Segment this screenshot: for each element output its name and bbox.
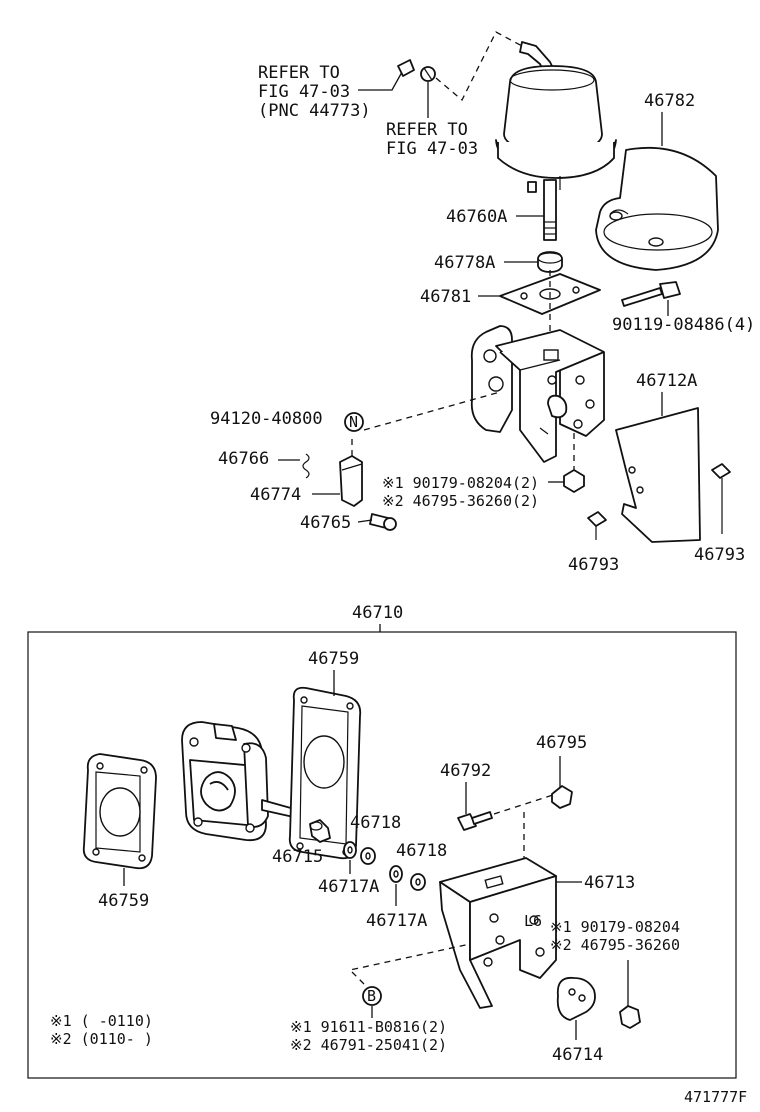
label-46781: 46781 [420, 287, 471, 307]
refer-label-2-line-2: FIG 47-03 [386, 139, 478, 159]
label-46765: 46765 [300, 513, 351, 533]
washer-hole-d [415, 878, 421, 886]
label-90179: ※1 90179-08204 [550, 918, 680, 936]
label-46712A: 46712A [636, 371, 697, 391]
label-90119: 90119-08486(4) [612, 315, 755, 335]
leader-refer-1 [358, 71, 403, 91]
label-46778A: 46778A [434, 253, 495, 273]
label-46759-right: 46759 [308, 649, 359, 669]
label-46715: 46715 [272, 847, 323, 867]
label-46717A-a: 46717A [318, 877, 379, 897]
note-1: ※1 ( -0110) [50, 1012, 153, 1030]
pin-46765-part [369, 513, 397, 531]
label-46793-left: 46793 [568, 555, 619, 575]
label-46710: 46710 [352, 603, 403, 623]
label-46795: 46795 [536, 733, 587, 753]
cushion-46778A-part [537, 251, 563, 273]
bracket-stamp: L6 [524, 912, 542, 930]
nut-90179-top-part [563, 469, 585, 493]
bracket-46713-part: L6 [439, 857, 557, 1009]
marker-b-text: B [367, 987, 376, 1005]
bracket-assembly-top-part [470, 325, 605, 463]
assembly-46710-box [27, 631, 737, 1079]
label-46766: 46766 [218, 449, 269, 469]
figure-id: 471777F [684, 1088, 747, 1106]
refer-label-1-line-1: REFER TO [258, 63, 340, 83]
gasket-46759-left-part [82, 753, 157, 870]
washer-hole-a [347, 846, 353, 854]
hose-route-dashed [435, 31, 523, 102]
dashed-line-b [348, 943, 471, 985]
nut-46795-part [551, 785, 573, 809]
bolt-90119-part [621, 281, 681, 307]
nut-90179-bottom-part [619, 1005, 641, 1029]
rod-end-46774-part [339, 455, 363, 507]
label-46717A-b: 46717A [366, 911, 427, 931]
screw-46793-left-part [587, 511, 607, 540]
stopper-46714-part [556, 976, 596, 1021]
label-46774: 46774 [250, 485, 301, 505]
label-46795b: ※2 46795-36260 [550, 936, 680, 954]
housing-part [181, 721, 305, 842]
clip-46766-part [302, 453, 310, 479]
marker-n-icon [344, 412, 364, 432]
insulator-46712A-part [615, 407, 701, 543]
marker-n-text: N [349, 413, 358, 431]
label-46793-right: 46793 [694, 545, 745, 565]
label-46718-b: 46718 [396, 841, 447, 861]
label-94120: 94120-40800 [210, 409, 323, 429]
label-46791: ※2 46791-25041(2) [290, 1036, 447, 1054]
actuator-46760A-part [495, 65, 617, 241]
label-46760A: 46760A [446, 207, 507, 227]
bolt-46792-part [457, 811, 493, 831]
dashed-line-46792 [493, 793, 557, 815]
label-90179-2: ※1 90179-08204(2) [382, 474, 539, 492]
clamp-line [423, 67, 433, 81]
dashed-line-nut [363, 391, 501, 431]
label-46792: 46792 [440, 761, 491, 781]
label-46713: 46713 [584, 873, 635, 893]
refer-label-2-line-1: REFER TO [386, 120, 468, 140]
label-91611: ※1 91611-B0816(2) [290, 1018, 447, 1036]
label-46714: 46714 [552, 1045, 603, 1065]
bushing-46715-part [309, 819, 331, 843]
refer-label-1-line-2: FIG 47-03 [258, 82, 350, 102]
label-46795-2: ※2 46795-36260(2) [382, 492, 539, 510]
leader-46765 [357, 519, 373, 523]
label-46718-a: 46718 [350, 813, 401, 833]
screw-46793-right-part [711, 463, 731, 534]
label-46782: 46782 [644, 91, 695, 111]
hose-end-part [397, 59, 415, 77]
marker-b-icon [362, 986, 382, 1006]
note-2: ※2 (0110- ) [50, 1030, 153, 1048]
refer-label-1-line-3: (PNC 44773) [258, 101, 371, 121]
washer-hole-c [393, 870, 399, 878]
label-46759-left: 46759 [98, 891, 149, 911]
washer-hole-b [365, 852, 371, 860]
heat-shield-46782-part [595, 146, 719, 271]
